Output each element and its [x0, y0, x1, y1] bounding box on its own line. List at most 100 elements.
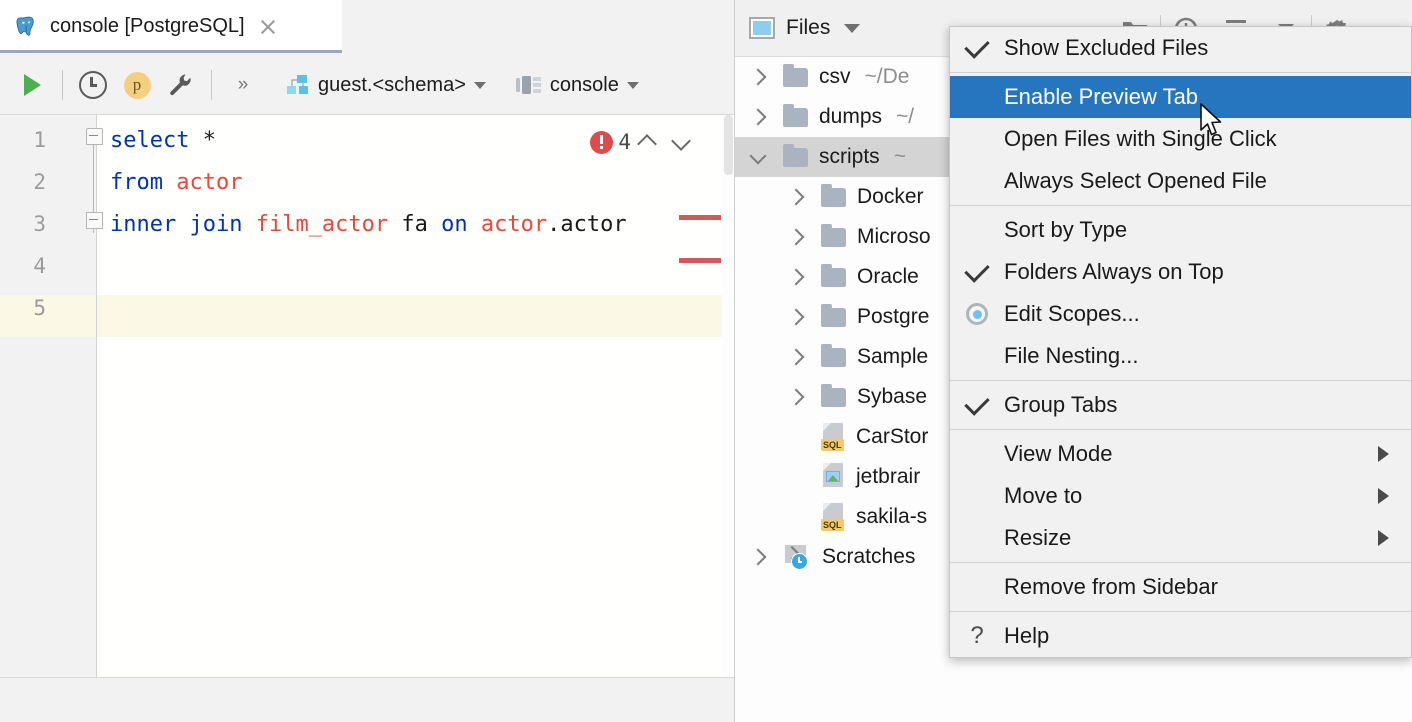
tree-row-csv[interactable]: csv~/De — [735, 57, 1412, 97]
menu-separator — [950, 562, 1411, 563]
parameters-button[interactable]: p — [115, 63, 159, 107]
menu-item-folders-always-on-top[interactable]: Folders Always on Top — [950, 251, 1411, 293]
inspection-widget: 4 — [590, 127, 699, 157]
editor-tab-console[interactable]: console [PostgreSQL] — [0, 0, 342, 53]
menu-item-help[interactable]: ?Help — [950, 615, 1411, 657]
chevron-down-icon — [473, 81, 486, 89]
fold-toggle-icon[interactable] — [86, 128, 103, 145]
chevron-right-icon[interactable] — [787, 389, 803, 405]
chevron-double-right-icon: » — [237, 74, 248, 95]
tab-active-underline — [0, 50, 342, 53]
line-number-gutter: 1 2 3 4 5 — [0, 115, 97, 677]
tree-item-path: ~/De — [864, 65, 910, 88]
menu-item-label: Always Select Opened File — [1004, 168, 1267, 193]
close-icon[interactable] — [257, 16, 279, 38]
folder-icon — [821, 223, 846, 247]
toolbar-divider-2 — [211, 70, 212, 100]
chevron-right-icon[interactable] — [749, 69, 765, 85]
tree-row-scratches[interactable]: Scratches — [735, 537, 1412, 577]
tree-row-oracle[interactable]: Oracle — [735, 257, 1412, 297]
sql-file-icon: SQL — [821, 423, 845, 451]
settings-wrench-button[interactable] — [159, 63, 203, 107]
tree-row-postgre[interactable]: Postgre — [735, 297, 1412, 337]
tree-row-carstor[interactable]: SQL CarStor — [735, 417, 1412, 457]
chevron-down-icon[interactable] — [844, 23, 861, 33]
tree-item-label: Sybase — [857, 385, 928, 408]
next-error-button[interactable] — [665, 127, 699, 157]
menu-item-edit-scopes[interactable]: Edit Scopes... — [950, 293, 1411, 335]
chevron-right-icon[interactable] — [787, 229, 803, 245]
menu-separator — [950, 205, 1411, 206]
image-file-icon — [821, 463, 845, 491]
menu-item-label: Resize — [1004, 525, 1072, 550]
menu-separator — [950, 72, 1411, 73]
menu-item-label: View Mode — [1004, 441, 1113, 466]
menu-item-label: Open Files with Single Click — [1004, 126, 1277, 151]
tree-row-microso[interactable]: Microso — [735, 217, 1412, 257]
menu-separator — [950, 380, 1411, 381]
sql-editor-pane: console [PostgreSQL] p » — [0, 0, 735, 722]
menu-item-view-mode[interactable]: View Mode — [950, 433, 1411, 475]
schema-icon — [286, 74, 310, 96]
menu-item-remove-from-sidebar[interactable]: Remove from Sidebar — [950, 566, 1411, 608]
chevron-right-icon[interactable] — [749, 549, 765, 565]
line-number: 1 — [33, 128, 46, 152]
editor-scrollbar[interactable] — [722, 115, 735, 677]
menu-item-open-files-with-single-click[interactable]: Open Files with Single Click — [950, 118, 1411, 160]
code-text[interactable]: select * from actor inner join film_acto… — [98, 115, 735, 677]
menu-item-show-excluded-files[interactable]: Show Excluded Files — [950, 27, 1411, 69]
tree-item-label: Microso — [857, 225, 931, 248]
chevron-down-icon[interactable] — [749, 149, 765, 165]
folder-icon — [783, 63, 808, 87]
clock-icon — [79, 71, 107, 99]
menu-item-move-to[interactable]: Move to — [950, 475, 1411, 517]
mouse-cursor — [1200, 103, 1222, 136]
chevron-right-icon[interactable] — [787, 349, 803, 365]
menu-item-resize[interactable]: Resize — [950, 517, 1411, 559]
menu-item-sort-by-type[interactable]: Sort by Type — [950, 209, 1411, 251]
menu-item-file-nesting[interactable]: File Nesting... — [950, 335, 1411, 377]
menu-item-label: Remove from Sidebar — [1004, 574, 1218, 599]
console-session-icon — [515, 75, 542, 95]
chevron-right-icon[interactable] — [787, 189, 803, 205]
tree-item-label: CarStor — [856, 425, 929, 448]
schema-selector[interactable]: guest.<schema> — [282, 63, 490, 107]
postgresql-elephant-icon — [14, 14, 40, 40]
chevron-down-icon-2 — [626, 81, 639, 89]
code-editor-area[interactable]: 1 2 3 4 5 select * from actor inner join… — [0, 115, 735, 677]
parameter-p-icon: p — [123, 71, 151, 99]
error-icon — [590, 130, 614, 154]
toolbar-divider — [62, 70, 63, 100]
tree-row-docker[interactable]: Docker — [735, 177, 1412, 217]
more-actions-button[interactable]: » — [220, 63, 264, 107]
chevron-right-icon[interactable] — [749, 109, 765, 125]
menu-item-enable-preview-tab[interactable]: Enable Preview Tab — [950, 76, 1411, 118]
history-button[interactable] — [71, 63, 115, 107]
tree-row-dumps[interactable]: dumps~/ — [735, 97, 1412, 137]
tree-row-sybase[interactable]: Sybase — [735, 377, 1412, 417]
editor-tab-title: console [PostgreSQL] — [50, 15, 245, 37]
tree-row-sample[interactable]: Sample — [735, 337, 1412, 377]
check-icon — [950, 32, 1004, 59]
folder-icon — [821, 383, 846, 407]
folder-icon — [821, 263, 846, 287]
tree-item-label: Oracle — [857, 265, 919, 288]
files-title-group[interactable]: Files — [749, 16, 861, 40]
fold-toggle-icon-2[interactable] — [86, 212, 103, 229]
menu-item-always-select-opened-file[interactable]: Always Select Opened File — [950, 160, 1411, 202]
chevron-right-icon[interactable] — [787, 269, 803, 285]
pane-splitter[interactable] — [734, 0, 735, 722]
previous-error-button[interactable] — [631, 127, 665, 157]
tree-row-jetbrair[interactable]: jetbrair — [735, 457, 1412, 497]
files-title: Files — [786, 16, 831, 39]
menu-item-group-tabs[interactable]: Group Tabs — [950, 384, 1411, 426]
code-line-1: select * — [110, 128, 216, 153]
run-button[interactable] — [10, 63, 54, 107]
sql-file-icon: SQL — [821, 503, 845, 531]
line-number: 5 — [33, 296, 46, 320]
session-selector[interactable]: console — [512, 63, 643, 107]
chevron-right-icon[interactable] — [787, 309, 803, 325]
editor-scrollbar-thumb[interactable] — [724, 115, 733, 175]
